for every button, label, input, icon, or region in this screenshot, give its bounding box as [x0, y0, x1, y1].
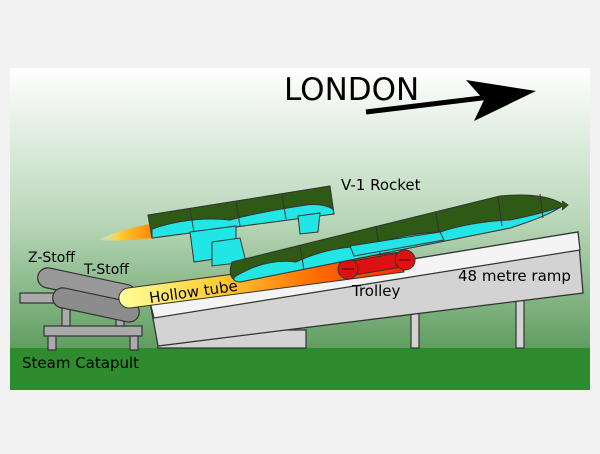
v1-rocket-label: V-1 Rocket: [341, 176, 421, 194]
nose-propeller: [561, 200, 569, 211]
london-label: LONDON: [284, 72, 419, 108]
steam-catapult: [19, 267, 151, 351]
london-direction-arrow: [365, 80, 536, 121]
exhaust-flame: [98, 224, 152, 241]
trolley: [337, 249, 416, 280]
ramp-label: 48 metre ramp: [458, 267, 571, 285]
ground: [10, 348, 590, 390]
pulse-jet-engine: [147, 185, 335, 239]
trolley-label: Trolley: [351, 282, 401, 300]
t-stoff-label: T-Stoff: [83, 262, 129, 278]
steam-catapult-label: Steam Catapult: [22, 354, 139, 372]
v1-wing: [349, 231, 445, 257]
hollow-tube: [118, 251, 405, 309]
z-stoff-label: Z-Stoff: [28, 250, 75, 266]
